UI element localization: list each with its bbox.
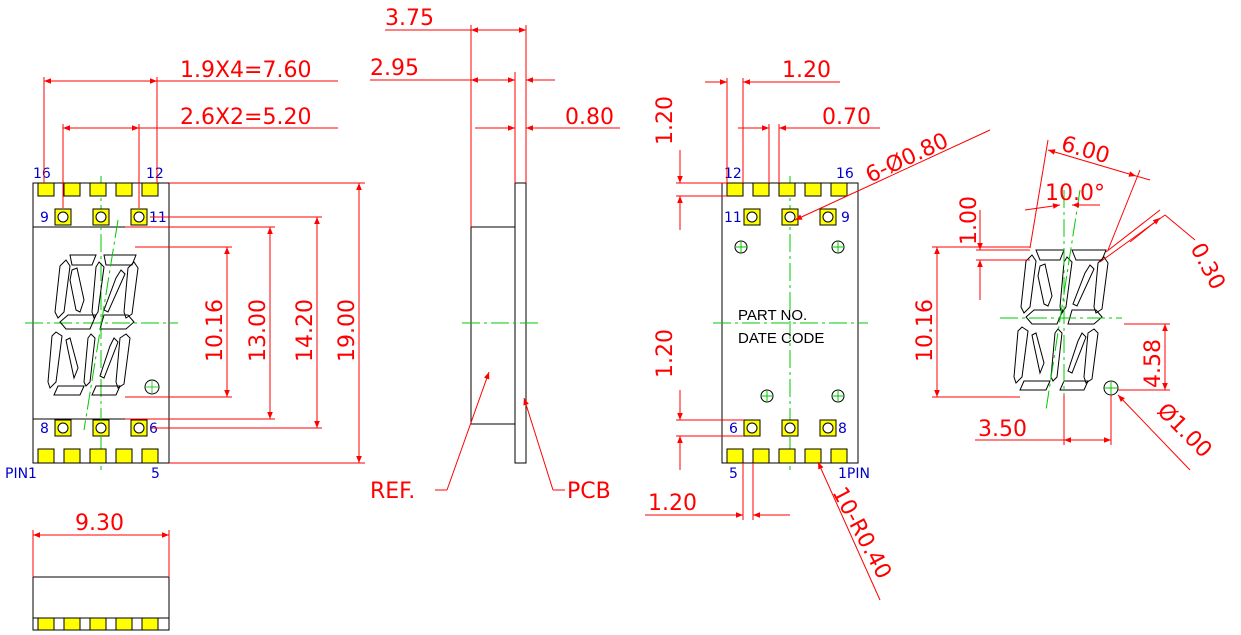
segment-dim-3-50: 3.50 [978,417,1027,442]
segment-dim-6-00: 6.00 [1058,132,1112,170]
front-dim-13-00: 13.00 [246,299,271,362]
rear-view: PART NO. DATE CODE 12 16 11 9 6 8 5 1PIN [645,58,991,601]
segment-dim-10-16: 10.16 [913,299,938,362]
front-view: 16 12 9 11 8 6 PIN1 5 1.9X [5,58,365,482]
front-dim-pitch-1-9: 1.9X4=7.60 [180,58,311,83]
rear-pin-12-label: 12 [724,166,742,182]
rear-pin-16-label: 16 [836,166,854,182]
front-dim-19-00: 19.00 [335,299,360,362]
front-dim-14-20: 14.20 [293,299,318,362]
rear-pin-6-label: 6 [729,421,738,437]
front-pin-8-label: 8 [40,421,49,437]
side-dim-3-75: 3.75 [385,6,434,31]
front-pin-6-label: 6 [149,421,158,437]
rear-dim-1-20-top: 1.20 [782,58,831,83]
front-pin-9-label: 9 [40,210,49,226]
rear-pin1-label: 1PIN [838,466,870,482]
bottom-dim-9-30: 9.30 [75,511,124,536]
rear-pin-9-label: 9 [841,210,850,226]
front-dim-10-16: 10.16 [203,299,228,362]
rear-dim-0-70: 0.70 [822,105,871,130]
front-top-hole-pads [54,208,148,226]
front-pin-11-label: 11 [149,210,167,226]
rear-dim-1-20-left-top: 1.20 [653,96,678,145]
rear-mounting-holes [734,240,845,403]
rear-dim-1-20-bottom: 1.20 [648,491,697,516]
rear-dim-6-phi-0-80: 6-Ø0.80 [862,128,953,188]
front-pin-12-label: 12 [146,166,164,182]
side-ref-block [470,226,516,425]
rear-dim-10-r0-40: 10-R0.40 [827,483,896,583]
side-pcb-label: PCB [567,479,611,504]
front-dim-pitch-2-6: 2.6X2=5.20 [180,105,311,130]
front-segment-display [47,254,139,396]
rear-dim-1-20-left-mid: 1.20 [653,329,678,378]
segment-dim-4-58: 4.58 [1141,339,1166,388]
rear-pin-11-label: 11 [724,210,742,226]
segment-dim-phi-1-00: Ø1.00 [1152,399,1217,464]
side-ref-label: REF. [370,479,415,504]
side-dim-2-95: 2.95 [370,56,419,81]
front-pin1-label: PIN1 [5,466,37,482]
segment-dim-1-00: 1.00 [957,196,982,245]
bottom-view: 9.30 [32,511,170,631]
segment-detail-view: 6.00 10.0° 1.00 0.30 10.16 4.58 3.50 Ø1.… [913,132,1230,471]
rear-pin-5-label: 5 [729,466,738,482]
front-top-pads [37,182,159,197]
segment-dim-10-deg: 10.0° [1045,181,1105,206]
front-pin-16-label: 16 [33,166,51,182]
front-bottom-pads [37,448,159,464]
rear-date-code: DATE CODE [738,330,824,347]
front-pin-5-label: 5 [151,466,160,482]
front-slant-center-line [83,219,119,431]
rear-pin-8-label: 8 [838,421,847,437]
side-view: 3.75 2.95 0.80 REF. PCB [370,6,620,504]
side-dim-0-80: 0.80 [565,105,614,130]
rear-part-no: PART NO. [738,307,807,324]
segment-dim-0-30: 0.30 [1185,239,1230,294]
front-bottom-hole-pads [54,419,148,437]
